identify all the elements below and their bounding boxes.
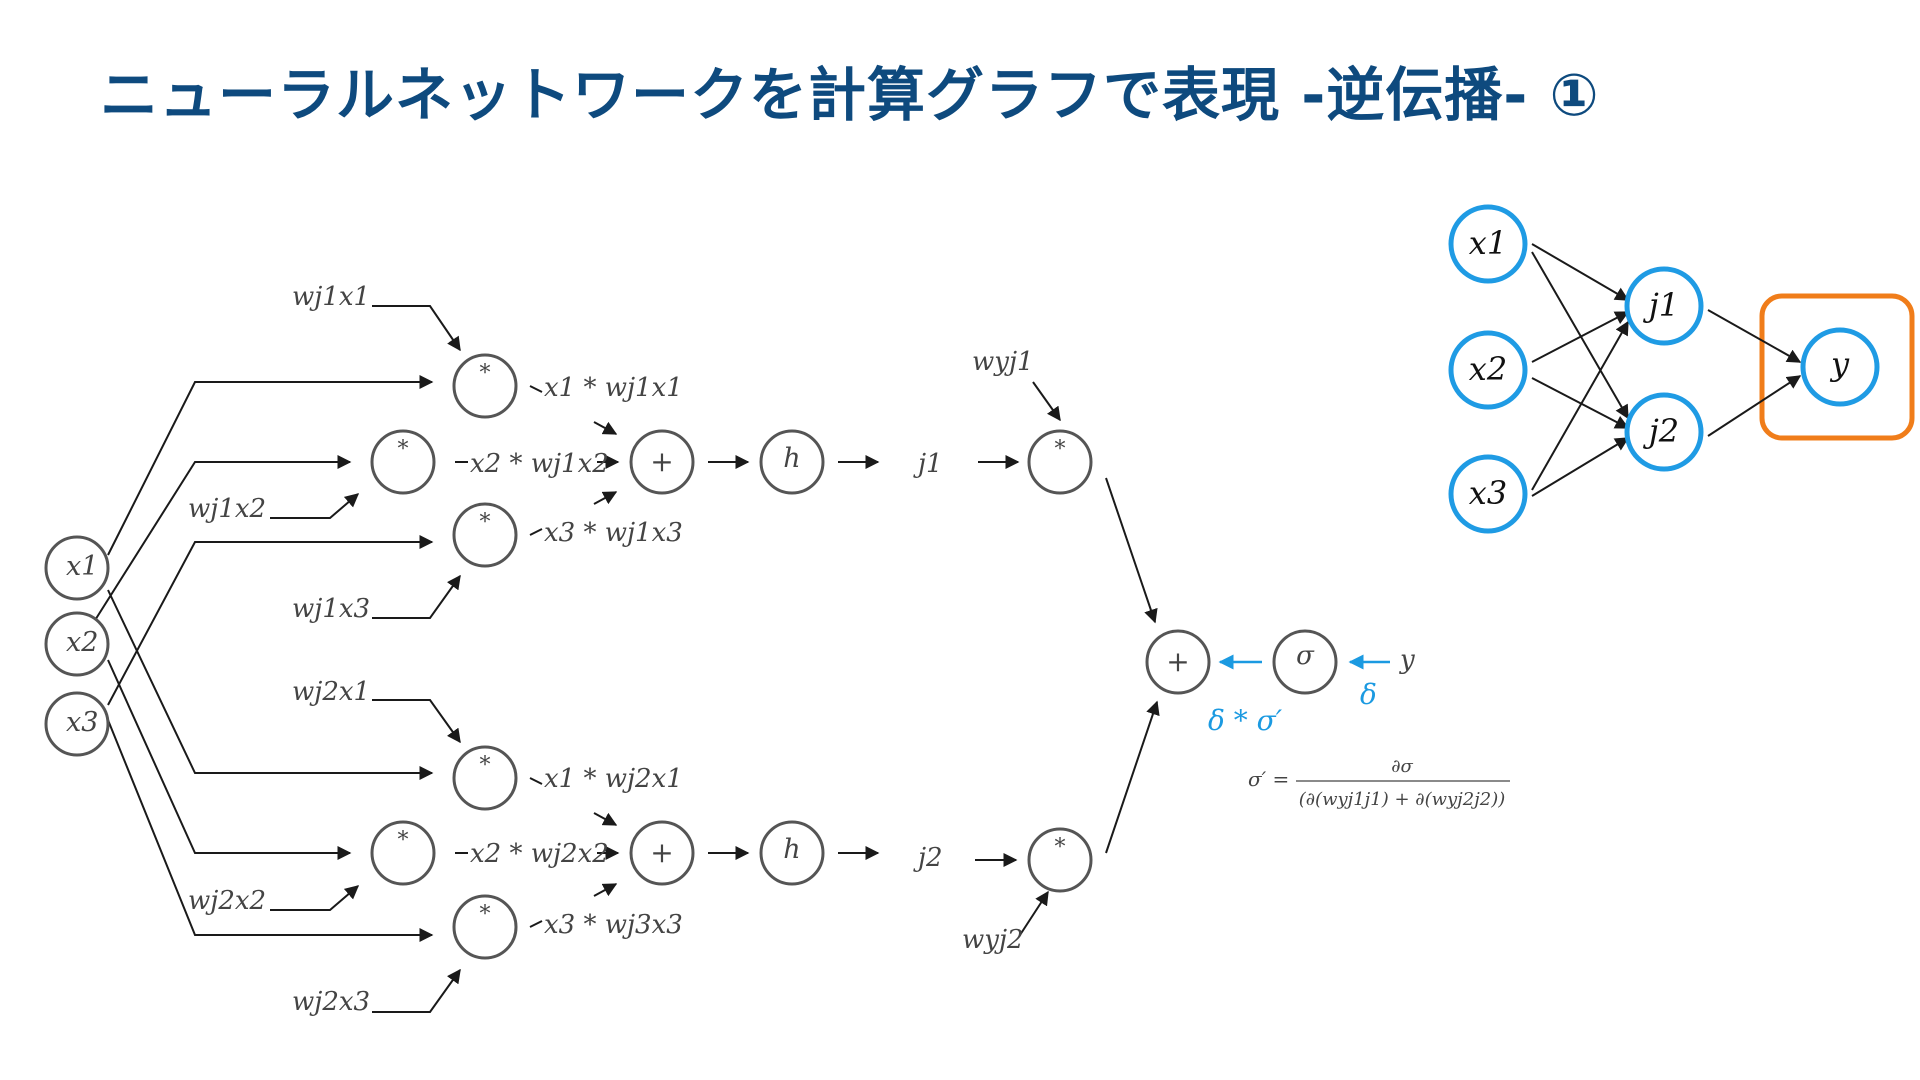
activation-symbol: h bbox=[783, 443, 800, 474]
mini-label: y bbox=[1829, 345, 1850, 383]
output-multiply-node-2 bbox=[1027, 827, 1093, 893]
sigma-node bbox=[1272, 629, 1338, 695]
add-nodes bbox=[629, 429, 695, 886]
multiply-node bbox=[452, 745, 518, 811]
forward-edges bbox=[708, 381, 1160, 936]
delta-sigma-label: δ * σ′ bbox=[1208, 704, 1283, 737]
mini-hidden-j1 bbox=[1624, 266, 1704, 346]
multiply-node bbox=[452, 894, 518, 960]
mini-input-x3 bbox=[1448, 454, 1528, 534]
delta-label: δ bbox=[1360, 678, 1377, 711]
mini-label: x1 bbox=[1469, 224, 1507, 262]
output-weight-label: wyj2 bbox=[962, 925, 1024, 955]
mini-label: j1 bbox=[1643, 286, 1679, 324]
multiply-symbol: * bbox=[398, 828, 409, 853]
output-highlight-box bbox=[1759, 293, 1915, 441]
target-label: y bbox=[1399, 645, 1415, 675]
sigma-symbol: σ bbox=[1296, 641, 1315, 671]
product-label: x1 * wj2x1 bbox=[544, 764, 683, 794]
add-symbol: + bbox=[650, 445, 673, 478]
formula-denominator: (∂(wyj1j1) + ∂(wyj2j2)) bbox=[1299, 789, 1506, 810]
add-node-j2 bbox=[629, 820, 695, 886]
multiply-symbol: * bbox=[480, 510, 491, 535]
activation-node-1 bbox=[759, 429, 825, 495]
formula-numerator: ∂σ bbox=[1391, 756, 1413, 777]
activation-nodes bbox=[759, 429, 825, 886]
input-node-x3 bbox=[44, 691, 110, 757]
multiply-nodes bbox=[370, 353, 518, 960]
mini-input-x1 bbox=[1448, 204, 1528, 284]
label-x2: x2 bbox=[66, 627, 98, 658]
mini-label: x3 bbox=[1469, 474, 1507, 512]
label-x1: x1 bbox=[66, 551, 98, 582]
node-labels: x1 x2 x3 * * * * * * * * + + + h h σ bbox=[66, 361, 1315, 927]
mini-hidden-j2 bbox=[1624, 392, 1704, 472]
product-edges bbox=[455, 385, 620, 928]
mini-label: x2 bbox=[1469, 350, 1507, 388]
input-node-x1 bbox=[44, 535, 110, 601]
multiply-node bbox=[452, 353, 518, 419]
add-symbol: + bbox=[650, 836, 673, 869]
mini-label: j2 bbox=[1643, 412, 1679, 450]
weight-label: wj2x1 bbox=[292, 677, 370, 707]
output-multiply-nodes bbox=[1027, 429, 1093, 893]
add-node-j1 bbox=[629, 429, 695, 495]
hidden-output-label: j1 bbox=[913, 449, 943, 479]
product-label: x2 * wj1x2 bbox=[470, 449, 609, 479]
multiply-symbol: * bbox=[398, 437, 409, 462]
slide-title: ニューラルネットワークを計算グラフで表現 -逆伝播- ① bbox=[100, 61, 1600, 129]
multiply-node bbox=[452, 502, 518, 568]
add-symbol: + bbox=[1166, 645, 1189, 678]
label-x3: x3 bbox=[66, 707, 98, 738]
input-edges bbox=[91, 375, 434, 942]
input-nodes bbox=[44, 535, 110, 757]
derivative-formula: σ′ = ∂σ (∂(wyj1j1) + ∂(wyj2j2)) bbox=[1248, 756, 1510, 810]
multiply-symbol: * bbox=[480, 361, 491, 386]
weight-edges bbox=[270, 305, 461, 1013]
product-label: x3 * wj1x3 bbox=[544, 518, 683, 548]
weight-label: wj1x3 bbox=[292, 594, 370, 624]
multiply-symbol: * bbox=[480, 902, 491, 927]
product-label: x2 * wj2x2 bbox=[470, 839, 609, 869]
multiply-node bbox=[370, 820, 436, 886]
mini-output-y bbox=[1800, 327, 1880, 407]
weight-label: wj1x1 bbox=[292, 282, 370, 312]
activation-node-2 bbox=[759, 820, 825, 886]
output-add-node bbox=[1145, 629, 1211, 695]
multiply-node bbox=[370, 429, 436, 495]
weight-label: wj1x2 bbox=[188, 494, 266, 524]
multiply-symbol: * bbox=[1055, 835, 1066, 860]
mini-input-x2 bbox=[1448, 330, 1528, 410]
mini-network: x1 x2 x3 j1 j2 y bbox=[1448, 204, 1915, 534]
weight-label: wj2x3 bbox=[292, 987, 370, 1017]
product-label: x1 * wj1x1 bbox=[544, 373, 683, 403]
multiply-symbol: * bbox=[480, 753, 491, 778]
output-weight-label: wyj1 bbox=[972, 347, 1034, 377]
multiply-symbol: * bbox=[1055, 437, 1066, 462]
hidden-output-label: j2 bbox=[913, 843, 943, 873]
weight-label: wj2x2 bbox=[188, 886, 266, 916]
activation-symbol: h bbox=[783, 834, 800, 865]
math-labels: wj1x1 wj1x2 wj1x3 wj2x1 wj2x2 wj2x3 x1 *… bbox=[188, 282, 1415, 1017]
formula-lhs: σ′ = bbox=[1248, 767, 1289, 791]
output-multiply-node-1 bbox=[1027, 429, 1093, 495]
input-node-x2 bbox=[44, 611, 110, 677]
product-label: x3 * wj3x3 bbox=[544, 910, 683, 940]
